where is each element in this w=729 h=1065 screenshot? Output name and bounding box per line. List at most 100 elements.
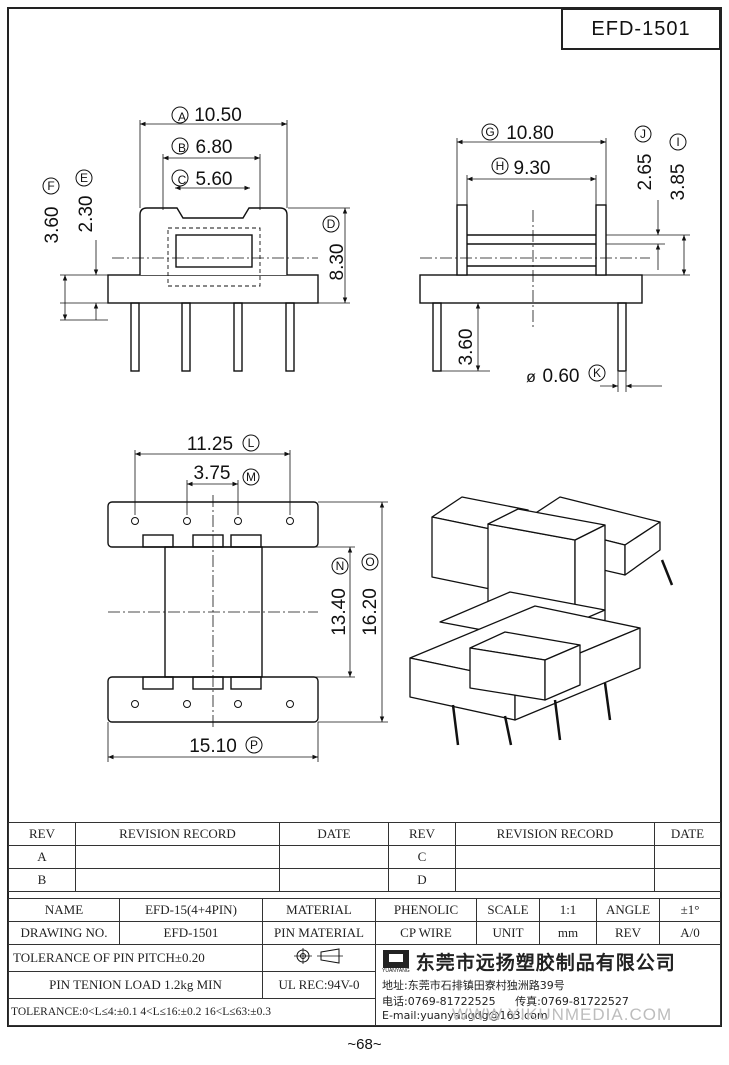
revision-record-header: REVISION RECORD xyxy=(75,822,280,846)
material-label: MATERIAL xyxy=(262,898,376,922)
pin-material-label: PIN MATERIAL xyxy=(262,921,376,945)
dim-pin-length-value: 3.60 xyxy=(456,329,477,366)
dim-a-value: 10.50 xyxy=(194,105,242,126)
dim-letter-a: A xyxy=(178,110,186,124)
dim-letter-j: J xyxy=(640,127,646,141)
dim-letter-n: N xyxy=(336,559,345,573)
revision-table: REV REVISION RECORD DATE REV REVISION RE… xyxy=(8,822,721,892)
page-number: ~68~ xyxy=(347,1036,382,1053)
dim-letter-p: P xyxy=(250,738,258,752)
company-block: YUANYANG 东莞市远扬塑胶制品有限公司 地址:东莞市石排镇田寮村独洲路39… xyxy=(375,944,721,1026)
rev-header: REV xyxy=(8,822,76,846)
revision-record-cell xyxy=(75,868,280,892)
date-cell xyxy=(279,868,389,892)
front-view-dimensions: A 10.50 B 6.80 C 5.60 D 8.30 F 3.60 E 2.… xyxy=(42,105,348,280)
dim-letter-k: K xyxy=(593,366,601,380)
drawing-no-label: DRAWING NO. xyxy=(8,921,120,945)
dim-letter-i: I xyxy=(676,135,679,149)
title-block: NAME EFD-15(4+4PIN) MATERIAL PHENOLIC SC… xyxy=(8,898,721,1026)
diameter-symbol: ø xyxy=(526,369,536,386)
projection-symbol xyxy=(262,944,376,972)
revision-record-header: REVISION RECORD xyxy=(455,822,655,846)
unit-value: mm xyxy=(539,921,597,945)
company-email: E-mail:yuanyangdg@163.com xyxy=(382,1009,548,1022)
dim-letter-f: F xyxy=(47,179,54,193)
rev-value: A/0 xyxy=(659,921,721,945)
company-name: 东莞市远扬塑胶制品有限公司 xyxy=(415,952,676,974)
tolerance-general: TOLERANCE:0<L≤4:±0.1 4<L≤16:±0.2 16<L≤63… xyxy=(8,998,376,1026)
rev-cell: A xyxy=(8,845,76,869)
revision-row: B D xyxy=(8,868,721,892)
dim-e-value: 2.30 xyxy=(76,196,97,233)
dim-n-value: 13.40 xyxy=(329,588,350,636)
scale-label: SCALE xyxy=(476,898,540,922)
drawing-id-box: EFD-1501 xyxy=(561,8,721,50)
rev-label: REV xyxy=(596,921,660,945)
side-view-dimensions: G 10.80 H 9.30 J 2.65 I 3.85 3.60 ø 0.60… xyxy=(456,123,689,387)
revision-record-cell xyxy=(455,845,655,869)
revision-row: A C xyxy=(8,845,721,869)
drawing-no-value: EFD-1501 xyxy=(119,921,263,945)
rev-cell: D xyxy=(388,868,456,892)
rev-cell: C xyxy=(388,845,456,869)
side-view xyxy=(419,138,690,392)
unit-label: UNIT xyxy=(476,921,540,945)
logo-icon xyxy=(382,949,409,968)
date-header: DATE xyxy=(279,822,389,846)
sheet-frame xyxy=(7,7,722,1027)
rev-cell: B xyxy=(8,868,76,892)
dim-letter-e: E xyxy=(80,171,88,185)
title-block-row-5: TOLERANCE:0<L≤4:±0.1 4<L≤16:±0.2 16<L≤63… xyxy=(8,998,721,1026)
company-logo: YUANYANG xyxy=(382,949,410,974)
dim-letter-d: D xyxy=(327,217,336,231)
name-label: NAME xyxy=(8,898,120,922)
front-view xyxy=(60,120,350,372)
dim-g-value: 10.80 xyxy=(506,123,554,144)
dim-letter-m: M xyxy=(246,470,256,484)
isometric-view xyxy=(409,496,674,746)
dim-letter-h: H xyxy=(496,159,505,173)
top-view-dimensions: 11.25 L 3.75 M N 13.40 O 16.20 15.10 P xyxy=(187,434,381,757)
pin-tension: PIN TENION LOAD 1.2kg MIN xyxy=(8,971,263,999)
title-block-row-3: TOLERANCE OF PIN PITCH±0.20 YUANYANG 东莞 xyxy=(8,944,721,1026)
title-block-row-2: DRAWING NO. EFD-1501 PIN MATERIAL CP WIR… xyxy=(8,921,721,945)
dim-d-value: 8.30 xyxy=(327,244,348,281)
watermark: WWW.YIKUNMEDIA.COM xyxy=(452,1005,673,1024)
material-value: PHENOLIC xyxy=(375,898,477,922)
dim-letter-b: B xyxy=(178,141,186,155)
date-header: DATE xyxy=(654,822,721,846)
dim-letter-l: L xyxy=(248,436,255,450)
title-block-row-4: PIN TENION LOAD 1.2kg MIN UL REC:94V-0 xyxy=(8,971,721,999)
dim-p-value: 15.10 xyxy=(189,736,237,757)
pin-material-value: CP WIRE xyxy=(375,921,477,945)
company-fax: 传真:0769-81722527 xyxy=(515,995,629,1008)
dim-l-value: 11.25 xyxy=(187,434,233,455)
angle-value: ±1° xyxy=(659,898,721,922)
ul-rec: UL REC:94V-0 xyxy=(262,971,376,999)
dim-c-value: 5.60 xyxy=(196,169,233,190)
dim-m-value: 3.75 xyxy=(194,463,231,484)
dim-letter-o: O xyxy=(365,555,374,569)
dim-h-value: 9.30 xyxy=(514,158,551,179)
company-email-line: E-mail:yuanyangdg@163.com WWW.YIKUNMEDIA… xyxy=(382,1005,714,1024)
name-value: EFD-15(4+4PIN) xyxy=(119,898,263,922)
company-contact: 电话:0769-81722525 传真:0769-81722527 xyxy=(382,993,714,1009)
dim-letter-g: G xyxy=(485,125,494,139)
revision-header-row: REV REVISION RECORD DATE REV REVISION RE… xyxy=(8,822,721,846)
company-address: 地址:东莞市石排镇田寮村独洲路39号 xyxy=(382,979,565,992)
date-cell xyxy=(654,868,721,892)
angle-label: ANGLE xyxy=(596,898,660,922)
revision-record-cell xyxy=(75,845,280,869)
dim-f-value: 3.60 xyxy=(42,207,63,244)
projection-icon xyxy=(294,948,343,964)
revision-record-cell xyxy=(455,868,655,892)
tolerance-pin-pitch: TOLERANCE OF PIN PITCH±0.20 xyxy=(8,944,263,972)
dim-letter-c: C xyxy=(178,173,187,187)
dim-b-value: 6.80 xyxy=(196,137,233,158)
date-cell xyxy=(279,845,389,869)
scale-value: 1:1 xyxy=(539,898,597,922)
top-view xyxy=(107,450,388,762)
rev-header: REV xyxy=(388,822,456,846)
